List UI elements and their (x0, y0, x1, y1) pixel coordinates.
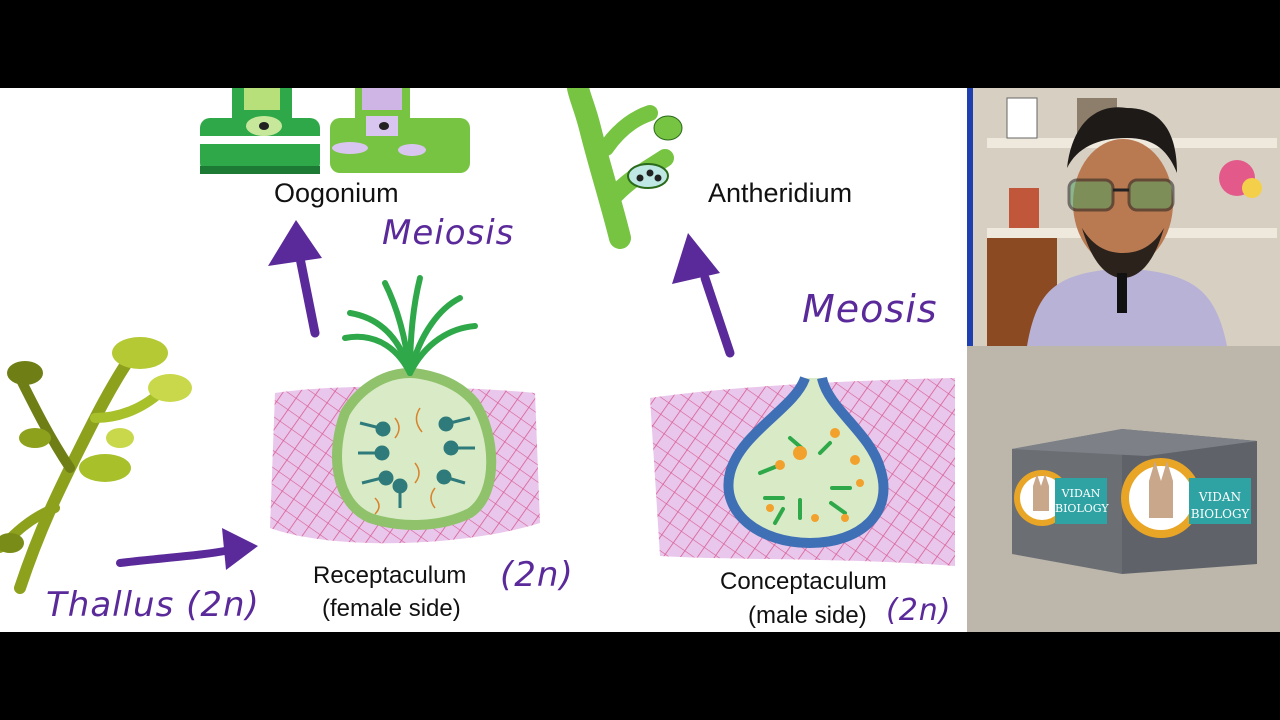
meiosis-left-annotation: Meiosis (382, 213, 515, 253)
logo-text-right: VIDAN BIOLOGY (1189, 489, 1251, 523)
diagram-artwork (0, 88, 955, 594)
thallus-seaweed (0, 337, 192, 594)
flow-arrows (116, 220, 735, 570)
logo-brand-line1-right: VIDAN (1198, 490, 1242, 504)
logo-brand-line1-left: VIDAN (1061, 487, 1101, 500)
channel-logo-panel: VIDAN BIOLOGY VIDAN BIOLOGY (967, 346, 1280, 632)
receptaculum-label: Receptaculum (313, 562, 467, 589)
presenter-video-frame (967, 88, 1280, 346)
receptaculum-ploidy-annotation: (2n) (500, 555, 574, 595)
antheridium-label: Antheridium (708, 178, 853, 208)
logo-brand-line2-left: BIOLOGY (1055, 502, 1109, 516)
diagram-board: Oogonium Antheridium Meiosis Meosis Rece… (0, 88, 967, 632)
receptaculum-drawing (270, 275, 540, 544)
conceptaculum-side-label: (male side) (748, 602, 867, 629)
antheridium-branch (567, 88, 683, 249)
thallus-annotation: Thallus (2n) (46, 585, 260, 625)
receptaculum-side-label: (female side) (322, 595, 461, 622)
logo-text-left: VIDAN BIOLOGY (1055, 486, 1109, 517)
conceptaculum-drawing (650, 376, 955, 566)
conceptaculum-label: Conceptaculum (720, 568, 887, 595)
logo-brand-line2-right: BIOLOGY (1190, 506, 1250, 521)
logo-cube (967, 346, 1280, 632)
presenter-webcam (967, 88, 1280, 346)
conceptaculum-ploidy-annotation: (2n) (886, 593, 952, 628)
oogonium-cells (200, 88, 470, 174)
oogonium-label: Oogonium (274, 178, 399, 208)
meiosis-right-annotation: Meosis (802, 287, 938, 331)
